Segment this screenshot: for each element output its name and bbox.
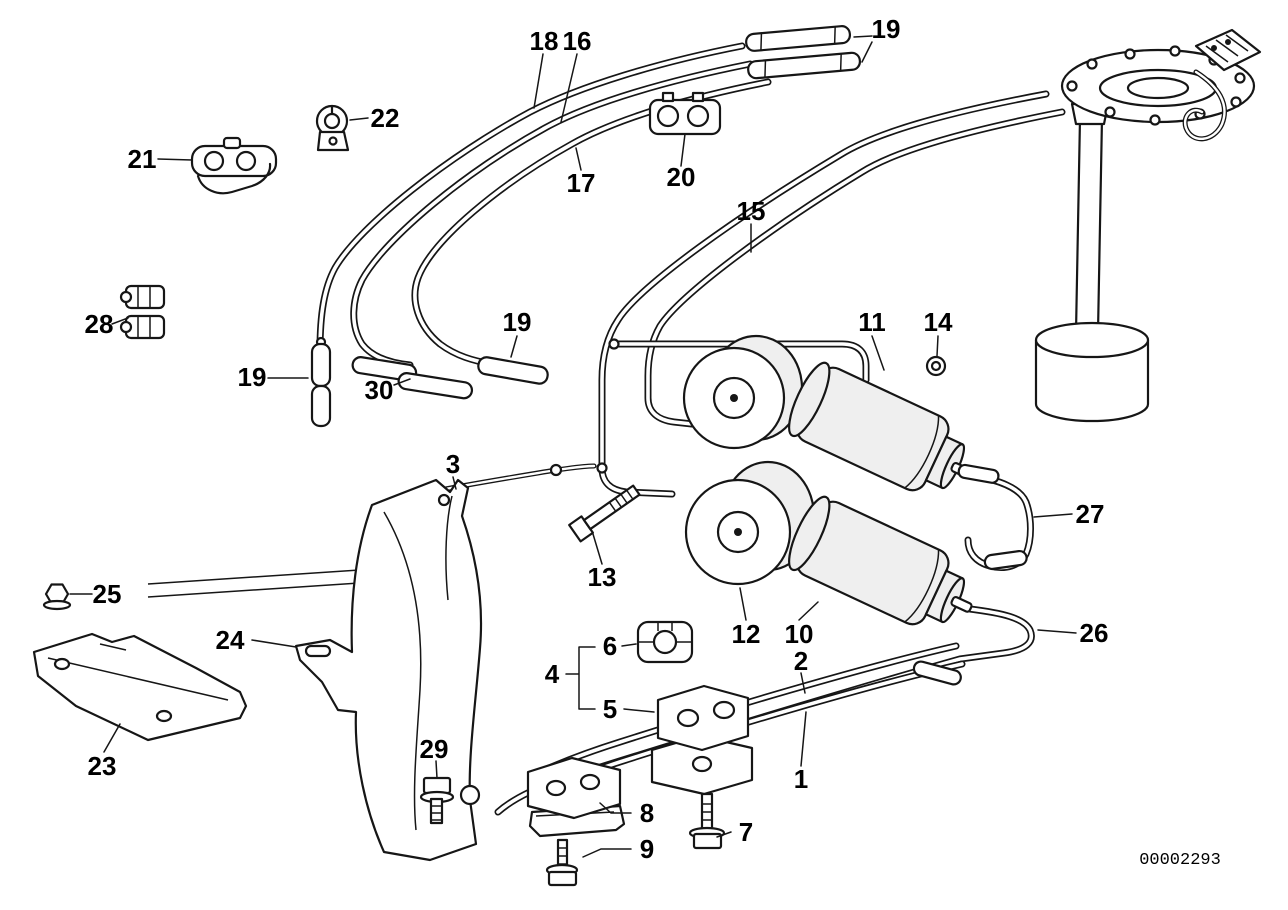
- callout-25: 25: [93, 579, 122, 609]
- callout-18: 18: [530, 26, 559, 56]
- fuel-line-16: [350, 60, 754, 369]
- fasteners: [42, 484, 641, 825]
- sender-connector-block: [1194, 28, 1262, 72]
- fuel-sender-assembly: [1034, 28, 1262, 423]
- callout-29: 29: [420, 734, 449, 764]
- callout-28: 28: [85, 309, 114, 339]
- callout-10: 10: [785, 619, 814, 649]
- hose-30-b: [397, 372, 474, 400]
- clip-28-b: [119, 314, 166, 340]
- hoses: [310, 25, 862, 428]
- clamp-block-5: [656, 684, 750, 752]
- callout-30: 30: [365, 375, 394, 405]
- lower-clamp-hardware: [526, 620, 754, 887]
- clamp-21: [190, 136, 278, 195]
- callout-8: 8: [640, 798, 654, 828]
- pulse-damper-lower: [684, 460, 816, 586]
- hose-sleeves: [912, 463, 1028, 686]
- callout-6: 6: [603, 631, 617, 661]
- callout-23: 23: [88, 751, 117, 781]
- callout-21: 21: [128, 144, 157, 174]
- hose-19-mid: [477, 356, 549, 385]
- heat-shield-bracket-24: [294, 478, 483, 862]
- clamp-block-8: [526, 756, 626, 838]
- callout-12: 12: [732, 619, 761, 649]
- callout-1: 1: [794, 764, 808, 794]
- hose-19-left: [310, 342, 332, 428]
- clamp-bracket-7: [650, 734, 754, 850]
- grommet-6: [636, 620, 694, 664]
- callout-19-mid: 19: [503, 307, 532, 337]
- elbow-fitting: [596, 462, 608, 474]
- callout-17: 17: [567, 168, 596, 198]
- callout-24: 24: [216, 625, 245, 655]
- washer-14: [925, 355, 947, 377]
- bracket-hole: [53, 657, 71, 671]
- callout-19-top: 19: [872, 14, 901, 44]
- hose-19-top-a: [745, 25, 852, 52]
- callout-27: 27: [1076, 499, 1105, 529]
- callout-14: 14: [924, 307, 953, 337]
- callout-5: 5: [603, 694, 617, 724]
- drawing-number: 00002293: [1139, 851, 1221, 870]
- mounting-bracket-23: [32, 632, 248, 742]
- sender-pigtail-tube: [1182, 69, 1227, 142]
- callout-11: 11: [858, 307, 886, 337]
- bolt-13: [568, 484, 641, 543]
- callout-2: 2: [794, 646, 808, 676]
- callout-labels: 18 16 19 22 21 17 20 15 28 19 11 14 19 3…: [85, 14, 1109, 864]
- fuel-line-18: [316, 42, 746, 354]
- bolt-29: [419, 776, 455, 825]
- callout-22: 22: [371, 103, 400, 133]
- bolt-7-head: [692, 832, 723, 850]
- sender-canister: [1034, 321, 1150, 423]
- callout-4: 4: [545, 659, 560, 689]
- flange-bolt-holes: [1066, 45, 1246, 126]
- shield-slot-hole: [304, 644, 332, 658]
- bracket-hole: [155, 709, 173, 723]
- clamps: [119, 91, 722, 340]
- callout-13: 13: [588, 562, 617, 592]
- nut-25: [42, 583, 72, 611]
- clamp-20: [648, 91, 722, 136]
- union-fitting: [549, 463, 563, 477]
- callout-15: 15: [737, 196, 766, 226]
- callout-7: 7: [739, 817, 753, 847]
- callout-16: 16: [563, 26, 592, 56]
- callout-9: 9: [640, 834, 654, 864]
- leader-lines: [69, 35, 1077, 858]
- shield-bolt-hole: [459, 784, 481, 806]
- callout-3: 3: [446, 449, 460, 479]
- clip-28-a: [119, 284, 166, 310]
- clamp-22: [315, 104, 350, 152]
- pulse-damper-upper: [682, 334, 804, 450]
- screw-9: [545, 838, 579, 887]
- fuel-filter-10: [788, 495, 973, 626]
- callout-20: 20: [667, 162, 696, 192]
- filter-inlet-tube: [610, 340, 870, 384]
- shield-small-hole: [437, 493, 451, 507]
- bolt-7-shaft: [700, 792, 714, 834]
- hose-19-top-b: [747, 51, 862, 80]
- callout-26: 26: [1080, 618, 1109, 648]
- tee-fitting: [608, 338, 620, 350]
- callout-19-left: 19: [238, 362, 267, 392]
